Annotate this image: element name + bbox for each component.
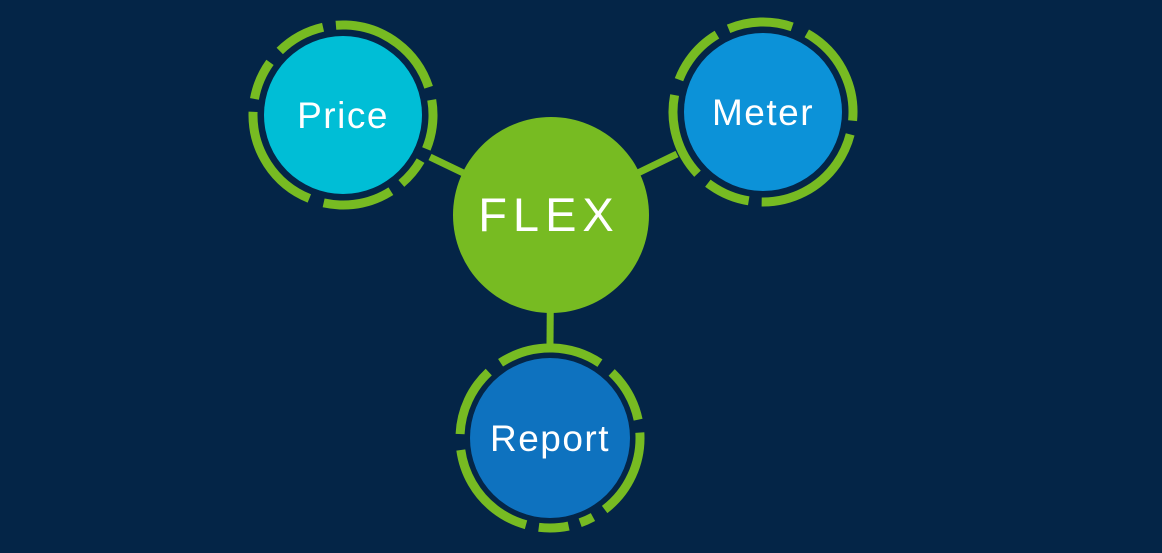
center-node-circle <box>453 117 649 313</box>
node-price-circle <box>264 36 422 194</box>
node-report-circle <box>470 358 630 518</box>
node-meter-circle <box>684 33 842 191</box>
node-price-label: Price <box>297 95 389 136</box>
node-price-ring <box>248 20 438 210</box>
node-meter-ring <box>668 17 858 207</box>
node-report-label: Report <box>490 418 610 459</box>
node-report-ring <box>455 343 645 533</box>
node-meter-label: Meter <box>712 92 814 133</box>
center-node-label: FLEX <box>478 188 620 241</box>
